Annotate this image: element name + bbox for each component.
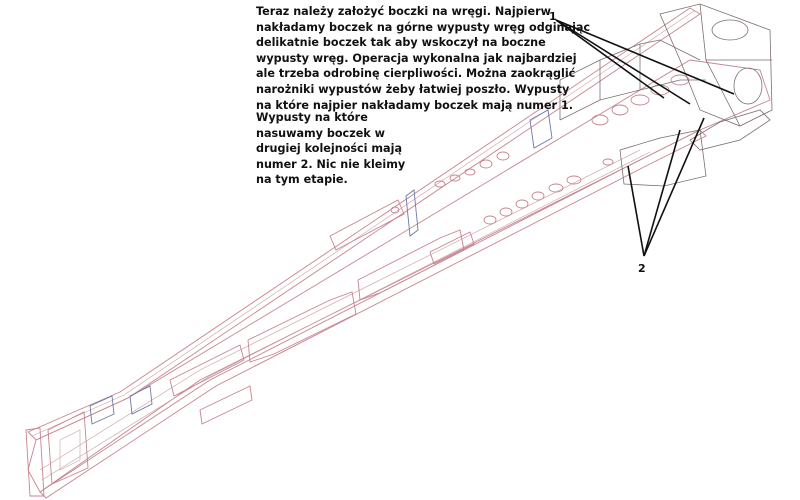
- tail-end: [25, 411, 89, 497]
- instruction-line: nakładamy boczek na górne wypusty wręg o…: [256, 20, 591, 34]
- bottom-longeron: [39, 129, 707, 499]
- instruction-line: narożniki wypustów żeby łatwiej poszło. …: [256, 82, 570, 96]
- instruction-line: ale trzeba odrobinę cierpliwości. Można …: [256, 67, 576, 81]
- callout-label-1: 1: [549, 10, 557, 23]
- lightening-cutouts: [169, 199, 475, 425]
- instruction-line: na które najpier nakładamy boczek mają n…: [256, 98, 573, 112]
- instruction-line: Teraz należy założyć boczki na wręgi. Na…: [256, 5, 551, 18]
- round-holes: [390, 74, 690, 225]
- instruction-line: Wypusty na które: [256, 111, 368, 124]
- callout-leaders: [555, 19, 735, 257]
- nose-section: [559, 3, 773, 187]
- instruction-paragraph-2: Wypusty na które nasuwamy boczek w drugi…: [256, 110, 405, 188]
- callout-label-2: 2: [638, 262, 646, 275]
- formers: [89, 109, 553, 425]
- instruction-line: drugiej kolejności mają: [256, 142, 402, 156]
- instruction-paragraph-1: Teraz należy założyć boczki na wręgi. Na…: [256, 4, 590, 113]
- instruction-line: na tym etapie.: [256, 173, 348, 187]
- instruction-line: delikatnie boczek tak aby wskoczył na bo…: [256, 36, 546, 50]
- instruction-line: nasuwamy boczek w: [256, 126, 385, 140]
- instruction-line: numer 2. Nic nie kleimy: [256, 157, 406, 171]
- instruction-line: wypusty wręg. Operacja wykonalna jak naj…: [256, 51, 577, 65]
